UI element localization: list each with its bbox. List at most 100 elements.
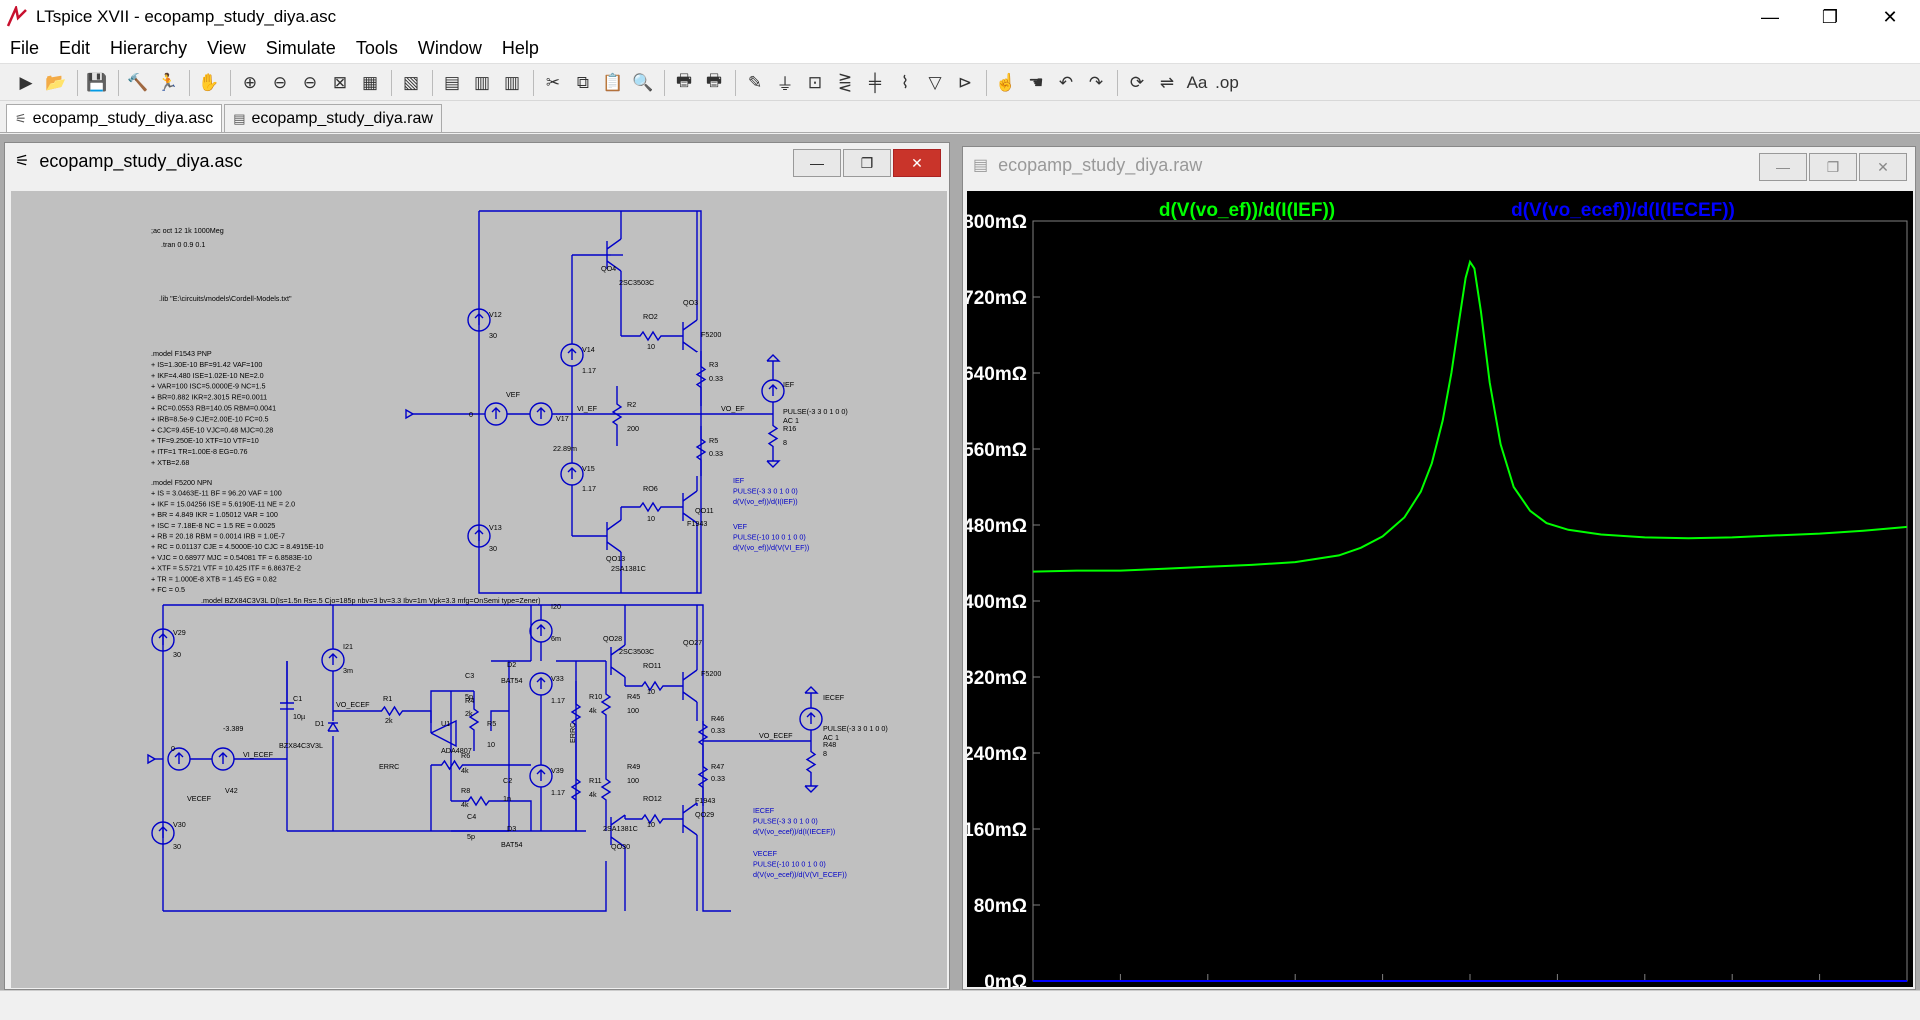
copy-icon[interactable]: ⧉	[576, 72, 590, 92]
text-icon[interactable]: Aa	[1186, 72, 1208, 92]
schematic-canvas[interactable]: ;ac oct 12 1k 1000Meg.tran 0 0.9 0.1.lib…	[11, 191, 947, 988]
wire	[478, 210, 702, 594]
print-icon[interactable]: 🖶	[675, 71, 693, 90]
waveform-plot[interactable]: 0ms80ms160ms240ms320ms400ms480ms560ms640…	[967, 191, 1913, 987]
menu-hierarchy[interactable]: Hierarchy	[110, 38, 188, 58]
x-tick-label: 0ms	[1014, 985, 1052, 987]
label-r5b-value: 10	[487, 740, 495, 749]
x-tick-label: 720ms	[1790, 985, 1849, 987]
close-button[interactable]: ✕	[1882, 6, 1898, 27]
zoom-in-icon[interactable]: ⊕	[242, 72, 258, 92]
find-icon[interactable]: 🔍	[632, 72, 654, 92]
label-qo4: QO4	[601, 264, 616, 273]
menu-file[interactable]: File	[10, 38, 40, 58]
waveform-close-button[interactable]: ✕	[1859, 153, 1907, 181]
voltage-source-v13	[467, 524, 491, 548]
zoom-back-icon[interactable]: ⊖	[272, 72, 288, 92]
menu-window[interactable]: Window	[417, 38, 482, 58]
schematic-close-button[interactable]: ✕	[893, 149, 941, 177]
waveform-restore-button[interactable]: ❐	[1809, 153, 1857, 181]
label-zero: 0	[171, 744, 175, 753]
toolbar-separator	[1117, 69, 1118, 96]
document-tabs: ⚟ ecopamp_study_diya.asc ▤ ecopamp_study…	[0, 103, 1920, 133]
menu-view[interactable]: View	[207, 38, 246, 58]
pan-icon[interactable]: ✋	[198, 72, 220, 92]
tab-waveform[interactable]: ▤ ecopamp_study_diya.raw	[224, 104, 442, 132]
label-d3-model: BAT54	[501, 840, 522, 849]
label-r3-value: 0.33	[709, 374, 723, 383]
label-v13-value: 30	[489, 544, 497, 553]
wire	[174, 752, 184, 758]
label-qo30: QO30	[611, 842, 630, 851]
menu-simulate[interactable]: Simulate	[265, 38, 336, 58]
capacitor-icon[interactable]: ╪	[868, 72, 882, 92]
wire	[606, 238, 622, 250]
spice-text: + CJC=9.45E-10 VJC=0.48 MJC=0.28	[151, 425, 273, 434]
tile-horizontal-icon[interactable]: ▤	[443, 72, 461, 92]
component-icon[interactable]: ⊳	[957, 72, 973, 92]
run-wizard-icon[interactable]: 🏃	[157, 72, 179, 92]
resistor-icon[interactable]: ⋛	[837, 72, 853, 92]
label-vecef: VECEF	[187, 794, 212, 803]
ground-icon[interactable]: ⏚	[776, 75, 794, 94]
waveform-window-titlebar: ▤ ecopamp_study_diya.raw	[963, 147, 1915, 183]
wire	[431, 759, 476, 771]
paste-icon[interactable]: 📋	[602, 72, 624, 92]
schematic-restore-button[interactable]: ❐	[843, 149, 891, 177]
print-preview-icon[interactable]: 🖶	[705, 71, 723, 90]
label-r2-value: 200	[627, 424, 639, 433]
voltage-source-v29	[151, 628, 175, 652]
redo-icon[interactable]: ↷	[1088, 72, 1104, 92]
label-i20-value: 6m	[551, 634, 561, 643]
undo-icon[interactable]: ↶	[1058, 72, 1074, 92]
minimize-button[interactable]: —	[1761, 6, 1779, 27]
cascade-icon[interactable]: ▥	[473, 72, 491, 92]
spice-text: + BR = 4.849 IKR = 1.05012 VAR = 100	[151, 510, 278, 519]
label-errc-vertical: ERRC	[568, 723, 577, 743]
spice-directive: ;ac oct 12 1k 1000Meg	[151, 226, 224, 235]
label-vef: VEF	[506, 390, 521, 399]
label-v42: V42	[225, 786, 238, 795]
label-r10-value: 4k	[589, 706, 597, 715]
legend-entry-1: d(V(vo_ef))/d(I(IEF))	[1159, 200, 1335, 221]
run-icon[interactable]: ▶	[19, 72, 33, 92]
rotate-icon[interactable]: ⟳	[1129, 72, 1145, 92]
label-ro11: RO11	[643, 661, 661, 670]
label-v14-value: 1.17	[582, 366, 596, 375]
save-icon[interactable]: 💾	[86, 72, 108, 92]
grid-icon[interactable]: ▧	[402, 72, 420, 92]
schematic-minimize-button[interactable]: —	[793, 149, 841, 177]
menu-tools[interactable]: Tools	[355, 38, 398, 58]
tile-vertical-icon[interactable]: ▥	[503, 72, 521, 92]
spice-directive-icon[interactable]: .op	[1215, 72, 1239, 92]
inductor-icon[interactable]: ⌇	[900, 72, 910, 92]
x-tick-label: 400ms	[1440, 985, 1499, 987]
maximize-button[interactable]: ❐	[1821, 6, 1839, 27]
zoom-out-icon[interactable]: ⊖	[302, 72, 318, 92]
open-icon[interactable]: 📂	[45, 72, 67, 92]
drag-icon[interactable]: ☚	[1028, 72, 1044, 92]
menu-help[interactable]: Help	[501, 38, 539, 58]
spice-text: PULSE(-3 3 0 1 0 0)	[753, 817, 818, 826]
zoom-extents-icon[interactable]: ⊠	[332, 72, 348, 92]
wire	[697, 721, 709, 751]
wire-icon[interactable]: ✎	[747, 72, 763, 92]
autorange-icon[interactable]: ▦	[361, 72, 379, 92]
mirror-icon[interactable]: ⇌	[1159, 72, 1175, 92]
spice-text: + VJC = 0.68977 MJC = 0.54081 TF = 6.858…	[151, 553, 312, 562]
menu-edit[interactable]: Edit	[59, 38, 91, 58]
tab-schematic[interactable]: ⚟ ecopamp_study_diya.asc	[6, 104, 223, 132]
label-qo3-model: F5200	[701, 330, 721, 339]
move-icon[interactable]: ☝	[995, 72, 1017, 92]
wire	[147, 753, 156, 765]
diode-icon[interactable]: ▽	[928, 72, 942, 92]
cut-icon[interactable]: ✂	[545, 72, 561, 92]
control-panel-icon[interactable]: 🔨	[127, 72, 149, 92]
label-v12-value: 30	[489, 331, 497, 340]
label-r49-value: 100	[627, 776, 639, 785]
waveform-minimize-button[interactable]: —	[1759, 153, 1807, 181]
wire	[682, 490, 698, 502]
wire	[606, 260, 622, 272]
label-icon[interactable]: ⊡	[807, 72, 823, 92]
spice-text: + RC = 0.01137 CJE = 4.5000E-10 CJC = 8.…	[151, 542, 323, 551]
